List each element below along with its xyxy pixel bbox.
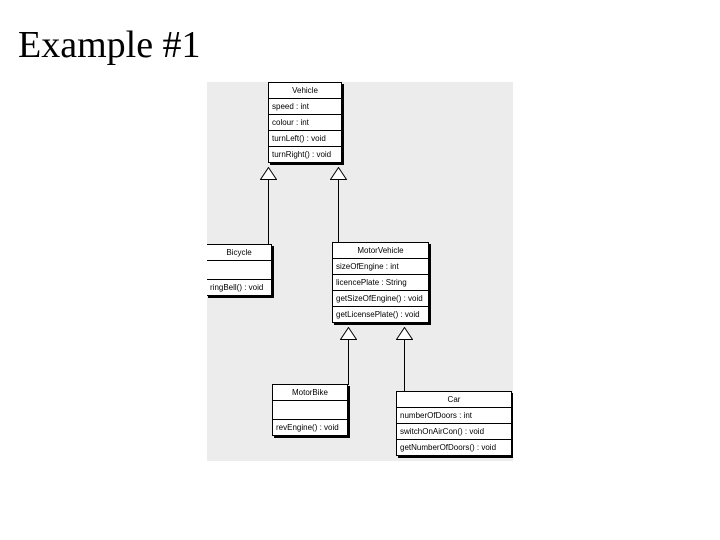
uml-attribute: sizeOfEngine : int xyxy=(336,262,399,271)
uml-class-vehicle[interactable]: Vehicle speed : int colour : int turnLef… xyxy=(268,82,342,163)
uml-operations-vehicle: turnLeft() : void turnRight() : void xyxy=(269,130,341,162)
uml-operation: turnLeft() : void xyxy=(272,134,326,143)
uml-operation: getSizeOfEngine() : void xyxy=(336,294,423,303)
uml-operation: switchOnAirCon() : void xyxy=(400,427,485,436)
uml-operations-car: switchOnAirCon() : void getNumberOfDoors… xyxy=(397,423,511,455)
uml-attribute: speed : int xyxy=(272,102,309,111)
generalization-arrow-motorbike-motorvehicle xyxy=(340,327,357,340)
uml-class-motorbike[interactable]: MotorBike revEngine() : void xyxy=(272,384,348,436)
generalization-line-motorbike-motorvehicle xyxy=(348,339,349,385)
page-title: Example #1 xyxy=(18,24,201,66)
uml-operations-motorbike: revEngine() : void xyxy=(273,419,347,435)
generalization-line-motorvehicle-vehicle xyxy=(338,179,339,249)
uml-attribute: licencePlate : String xyxy=(333,274,428,290)
uml-operation: getNumberOfDoors() : void xyxy=(397,439,511,455)
generalization-arrow-bicycle-vehicle xyxy=(260,167,277,180)
uml-attributes-motorvehicle: sizeOfEngine : int licencePlate : String xyxy=(333,258,428,290)
uml-operations-motorvehicle: getSizeOfEngine() : void getLicensePlate… xyxy=(333,290,428,322)
uml-class-motorvehicle[interactable]: MotorVehicle sizeOfEngine : int licenceP… xyxy=(332,242,429,323)
uml-class-name-car: Car xyxy=(447,395,461,404)
generalization-line-car-motorvehicle xyxy=(404,339,405,392)
generalization-arrow-motorvehicle-vehicle xyxy=(330,167,347,180)
generalization-line-bicycle-vehicle xyxy=(268,179,269,249)
uml-operations-bicycle: ringBell() : void xyxy=(207,279,271,295)
uml-attributes-motorbike xyxy=(273,400,347,419)
uml-attributes-vehicle: speed : int colour : int xyxy=(269,98,341,130)
uml-class-name-motorvehicle: MotorVehicle xyxy=(357,246,404,255)
uml-class-bicycle[interactable]: Bicycle ringBell() : void xyxy=(207,244,272,296)
generalization-arrow-car-motorvehicle xyxy=(396,327,413,340)
uml-operation: getLicensePlate() : void xyxy=(333,306,428,322)
uml-operation: ringBell() : void xyxy=(210,283,264,292)
uml-class-name-vehicle: Vehicle xyxy=(292,86,318,95)
uml-class-car[interactable]: Car numberOfDoors : int switchOnAirCon()… xyxy=(396,391,512,456)
uml-operation: revEngine() : void xyxy=(276,423,339,432)
uml-operation: turnRight() : void xyxy=(269,146,341,162)
uml-class-diagram: Vehicle speed : int colour : int turnLef… xyxy=(207,82,513,461)
uml-class-name-bicycle: Bicycle xyxy=(226,248,252,257)
uml-attributes-car: numberOfDoors : int xyxy=(397,407,511,423)
uml-class-name-motorbike: MotorBike xyxy=(291,388,328,397)
uml-attribute: numberOfDoors : int xyxy=(400,411,473,420)
uml-attribute: colour : int xyxy=(269,114,341,130)
uml-attributes-bicycle xyxy=(207,260,271,279)
